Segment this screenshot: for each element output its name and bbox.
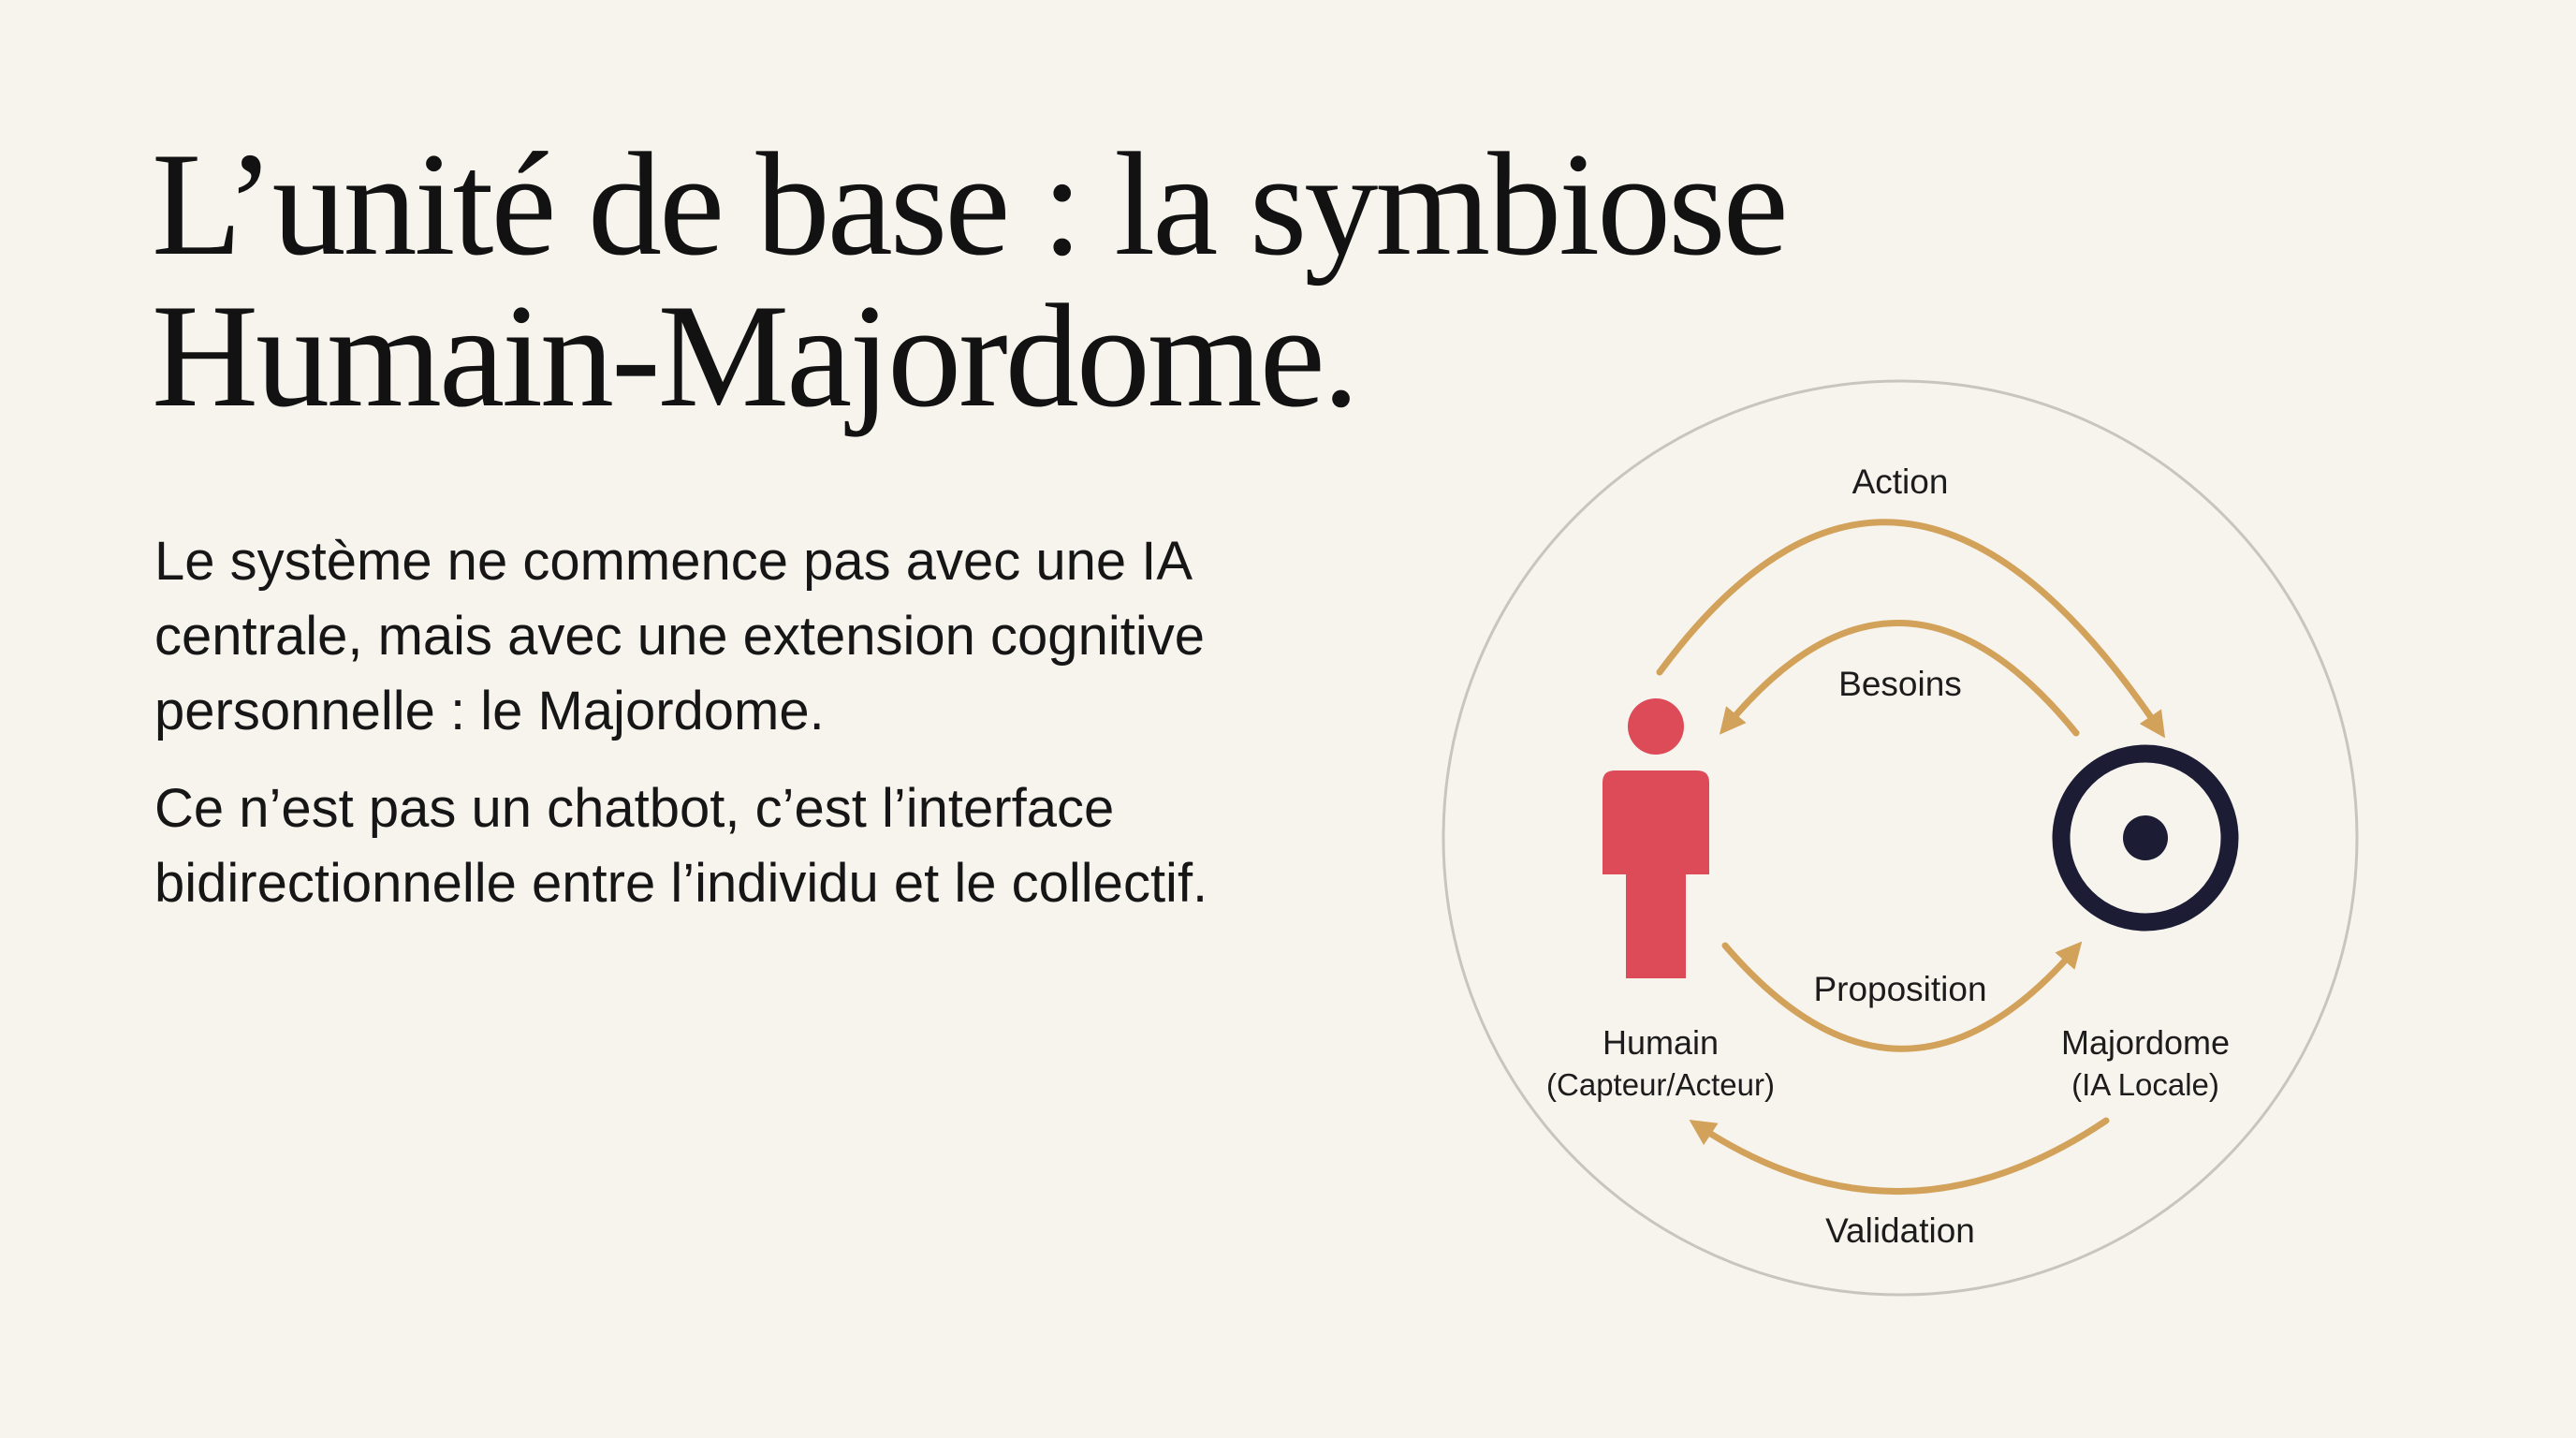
title-line-1: L’unité de base : la symbiose <box>152 123 1789 286</box>
title-line-2: Humain-Majordome. <box>152 274 1359 438</box>
slide-title: L’unité de base : la symbiose Humain-Maj… <box>152 129 1930 433</box>
label-action: Action <box>1852 462 1949 501</box>
label-human-role: (Capteur/Acteur) <box>1546 1067 1775 1102</box>
person-icon <box>1603 698 1709 978</box>
label-butler: Majordome <box>2061 1023 2230 1062</box>
arrow-validation <box>1689 1117 2110 1195</box>
paragraph-definition: Ce n’est pas un chatbot, c’est l’interfa… <box>154 778 1208 914</box>
label-human: Humain <box>1603 1023 1719 1062</box>
outer-ring <box>1442 379 2359 1297</box>
paragraph-intro: Le système ne commence pas avec une IA c… <box>154 531 1205 741</box>
label-butler-role: (IA Locale) <box>2071 1067 2219 1102</box>
target-icon <box>2052 744 2239 932</box>
label-besoins: Besoins <box>1838 665 1962 703</box>
arrow-besoins <box>1719 620 2080 737</box>
label-proposition: Proposition <box>1813 970 1986 1008</box>
label-validation: Validation <box>1825 1211 1975 1250</box>
body-text: Le système ne commence pas avec une IA c… <box>154 524 1325 944</box>
arrow-proposition <box>1721 941 2083 1052</box>
arrow-action <box>1656 519 2166 739</box>
